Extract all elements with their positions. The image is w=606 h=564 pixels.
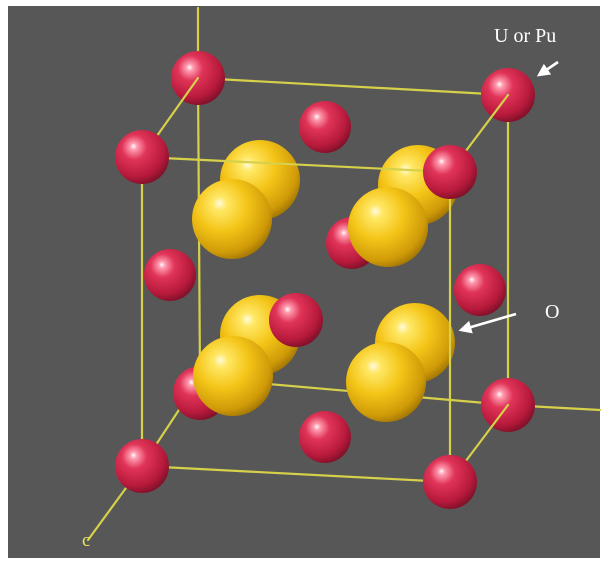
cation-face-centers-back	[144, 101, 506, 463]
edge-front-top	[140, 155, 452, 174]
cation-atom	[423, 145, 477, 199]
cell-edges-front	[86, 76, 510, 542]
cation-atom	[454, 264, 506, 316]
anion-atom	[192, 179, 272, 259]
anion-label: O	[545, 301, 559, 323]
cation-atom	[299, 101, 351, 153]
cation-atom	[269, 293, 323, 347]
cation-atom	[423, 455, 477, 509]
cation-front-corners	[115, 130, 477, 509]
cation-atom	[144, 249, 196, 301]
cation-label: U or Pu	[494, 25, 556, 47]
c-axis-label: c	[82, 530, 90, 551]
anion-atom	[348, 187, 428, 267]
anion-atom	[346, 342, 426, 422]
cation-atom	[115, 439, 169, 493]
cation-atom	[299, 411, 351, 463]
cation-pointer-arrow	[536, 60, 559, 77]
edge-back-top	[196, 76, 510, 97]
anion-atom	[193, 336, 273, 416]
anion-pointer-arrow	[458, 312, 517, 334]
cation-atom	[115, 130, 169, 184]
edge-front-bottom	[140, 464, 452, 484]
anion-front-row	[192, 179, 428, 422]
